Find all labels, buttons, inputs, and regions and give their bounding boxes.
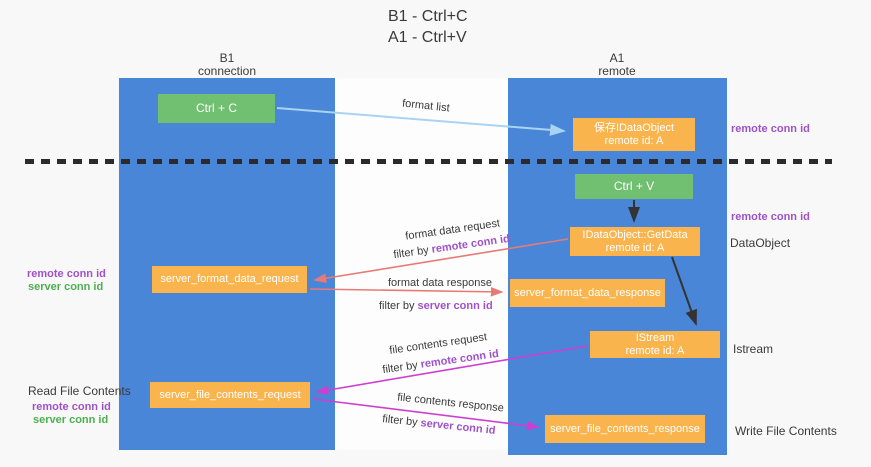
dataobject-label: DataObject xyxy=(730,236,791,250)
right-remote-conn-id-1: remote conn id xyxy=(731,123,810,135)
right-lane-name: A1 xyxy=(609,51,625,65)
server-file-contents-response-label: server_file_contents_response xyxy=(550,422,700,435)
istream-side-label: Istream xyxy=(733,342,774,356)
server-file-contents-request-label: server_file_contents_request xyxy=(159,388,301,401)
idataobject-getdata-box: IDataObject::GetData remote id: A xyxy=(570,227,700,256)
title-line-1: B1 - Ctrl+C xyxy=(388,8,468,25)
left-server-conn-id-1: server conn id xyxy=(28,281,104,293)
left-lane-role: connection xyxy=(197,64,257,78)
write-file-contents-label: Write File Contents xyxy=(735,424,837,438)
server-file-contents-request-box: server_file_contents_request xyxy=(150,382,310,408)
left-remote-conn-id-2: remote conn id xyxy=(32,401,111,413)
getdata-line2: remote id: A xyxy=(605,241,665,254)
left-lane-name: B1 xyxy=(219,51,235,65)
right-lane-role: remote xyxy=(598,64,636,78)
istream-line1: IStream xyxy=(635,331,675,344)
getdata-line1: IDataObject::GetData xyxy=(582,228,688,241)
server-format-data-request-label: server_format_data_request xyxy=(160,273,299,285)
istream-box: IStream remote id: A xyxy=(590,331,720,358)
server-format-data-response-box: server_format_data_response xyxy=(510,279,665,307)
diagram-title: B1 - Ctrl+C A1 - Ctrl+V xyxy=(388,6,468,48)
server-format-data-request-box: server_format_data_request xyxy=(152,266,307,293)
left-lane-header: B1 connection xyxy=(187,52,267,78)
format-data-response-label: format data response xyxy=(388,277,492,289)
save-idataobject-line2: remote id: A xyxy=(604,134,664,147)
save-idataobject-box: 保存IDataObject remote id: A xyxy=(573,118,695,151)
right-lane-header: A1 remote xyxy=(577,52,657,78)
server-format-data-response-label: server_format_data_response xyxy=(514,286,661,299)
ctrl-c-box: Ctrl + C xyxy=(158,94,275,123)
ctrl-v-box: Ctrl + V xyxy=(575,174,693,199)
left-remote-conn-id-1: remote conn id xyxy=(27,268,106,280)
server-conn-id-text: server conn id xyxy=(417,300,493,312)
save-idataobject-line1: 保存IDataObject xyxy=(593,121,675,134)
filter-by-text: filter by xyxy=(379,300,415,312)
right-remote-conn-id-2: remote conn id xyxy=(731,211,810,223)
dashed-separator xyxy=(25,159,832,164)
read-file-contents-label: Read File Contents xyxy=(28,384,131,398)
title-line-2: A1 - Ctrl+V xyxy=(388,29,467,46)
ctrl-v-label: Ctrl + V xyxy=(613,179,655,193)
left-server-conn-id-2: server conn id xyxy=(33,414,109,426)
istream-line2: remote id: A xyxy=(625,344,685,357)
server-file-contents-response-box: server_file_contents_response xyxy=(545,415,705,443)
ctrl-c-label: Ctrl + C xyxy=(195,101,237,115)
